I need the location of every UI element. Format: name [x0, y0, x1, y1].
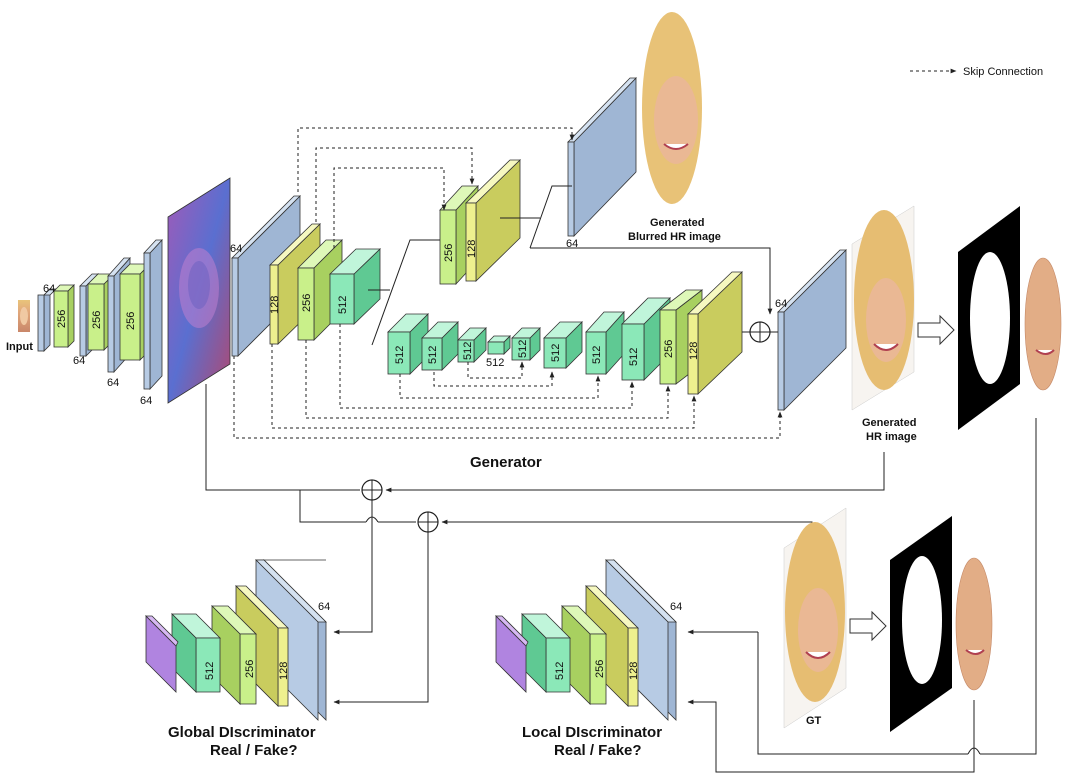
channel-label-128: 128 — [688, 342, 700, 360]
channel-label-256: 256 — [663, 340, 675, 358]
local-discriminator: 64 128 256 512 — [495, 559, 682, 721]
skip-connections — [233, 127, 783, 439]
cropped-face-image — [1024, 257, 1062, 391]
channel-label-256: 256 — [443, 244, 455, 262]
channel-label-256: 256 — [244, 660, 256, 678]
generated-blurred-hr-image — [640, 4, 704, 212]
channel-label-512: 512 — [337, 296, 349, 314]
face-mask-image — [958, 206, 1020, 430]
channel-label-256: 256 — [301, 294, 313, 312]
local-discriminator-title: Local DIscriminator — [522, 724, 662, 741]
ground-truth-image — [783, 507, 847, 729]
generator-upper-branch: 256 128 64 — [439, 77, 637, 286]
global-discriminator-subtitle: Real / Fake? — [210, 742, 298, 759]
generator-encoder: Input — [6, 177, 231, 407]
channel-label-512: 512 — [427, 346, 439, 364]
input-label: Input — [6, 341, 33, 353]
channel-label-128: 128 — [628, 662, 640, 680]
channel-label-256: 256 — [56, 310, 68, 328]
channel-label-64: 64 — [107, 377, 119, 389]
generated-hr-label-line1: Generated — [862, 417, 916, 429]
generator-bottleneck: 512 512 512 512 512 — [387, 205, 1062, 471]
channel-label-64: 64 — [140, 395, 152, 407]
decoder-block-128: 128 — [687, 271, 743, 395]
gt-cropped-face-image — [955, 557, 993, 691]
local-discriminator-subtitle: Real / Fake? — [554, 742, 642, 759]
channel-label-64: 64 — [43, 283, 55, 295]
hollow-arrow-icon — [849, 610, 887, 642]
channel-label-64: 64 — [318, 601, 330, 613]
channel-label-512: 512 — [628, 348, 640, 366]
channel-label-512: 512 — [554, 662, 566, 680]
bottleneck-block: 512 — [585, 310, 625, 376]
generated-hr-label-line2: HR image — [866, 431, 917, 443]
channel-label-64: 64 — [670, 601, 682, 613]
global-discriminator: 64 128 256 512 — [145, 559, 330, 721]
generator-connections — [368, 185, 778, 346]
channel-label-256: 256 — [594, 660, 606, 678]
channel-label-512: 512 — [462, 342, 474, 360]
bottleneck-block: 512 — [457, 327, 487, 363]
channel-label-512: 512 — [394, 346, 406, 364]
channel-label-256: 256 — [91, 311, 103, 329]
output-feature-block: 64 — [775, 249, 847, 411]
channel-label-256: 256 — [125, 312, 137, 330]
channel-label-64: 64 — [73, 355, 85, 367]
channel-label-512: 512 — [204, 662, 216, 680]
encoder-block-1 — [37, 284, 75, 352]
hollow-arrow-icon — [917, 314, 955, 346]
channel-label-64: 64 — [230, 243, 242, 255]
gt-face-mask-image — [890, 516, 952, 732]
channel-label-64: 64 — [566, 238, 578, 250]
generator-stage-1: 64 128 256 512 — [230, 195, 381, 357]
channel-label-512: 512 — [517, 340, 529, 358]
channel-label-128: 128 — [278, 662, 290, 680]
blurred-hr-label-line1: Generated — [650, 217, 704, 229]
bottleneck-block: 512 — [486, 335, 511, 369]
bottleneck-block: 512 — [421, 321, 459, 371]
channel-label-512: 512 — [591, 346, 603, 364]
legend-skip-connection-label: Skip Connection — [963, 66, 1043, 78]
generator-title: Generator — [470, 454, 542, 471]
blurred-hr-label-line2: Blurred HR image — [628, 231, 721, 243]
bottleneck-block: 512 — [543, 321, 583, 369]
generated-hr-image — [851, 205, 915, 411]
discriminator-routing — [205, 384, 1037, 773]
gt-label: GT — [806, 715, 822, 727]
intermediate-feature-image — [167, 177, 231, 404]
input-face-image — [18, 300, 30, 332]
channel-label-512: 512 — [486, 357, 504, 369]
channel-label-512: 512 — [550, 344, 562, 362]
channel-label-128: 128 — [466, 240, 478, 258]
bottleneck-block: 512 — [511, 327, 541, 361]
channel-label-64: 64 — [775, 298, 787, 310]
global-discriminator-title: Global DIscriminator — [168, 724, 316, 741]
channel-label-128: 128 — [269, 296, 281, 314]
encoder-block-4 — [143, 238, 163, 391]
legend: Skip Connection — [910, 66, 1043, 78]
